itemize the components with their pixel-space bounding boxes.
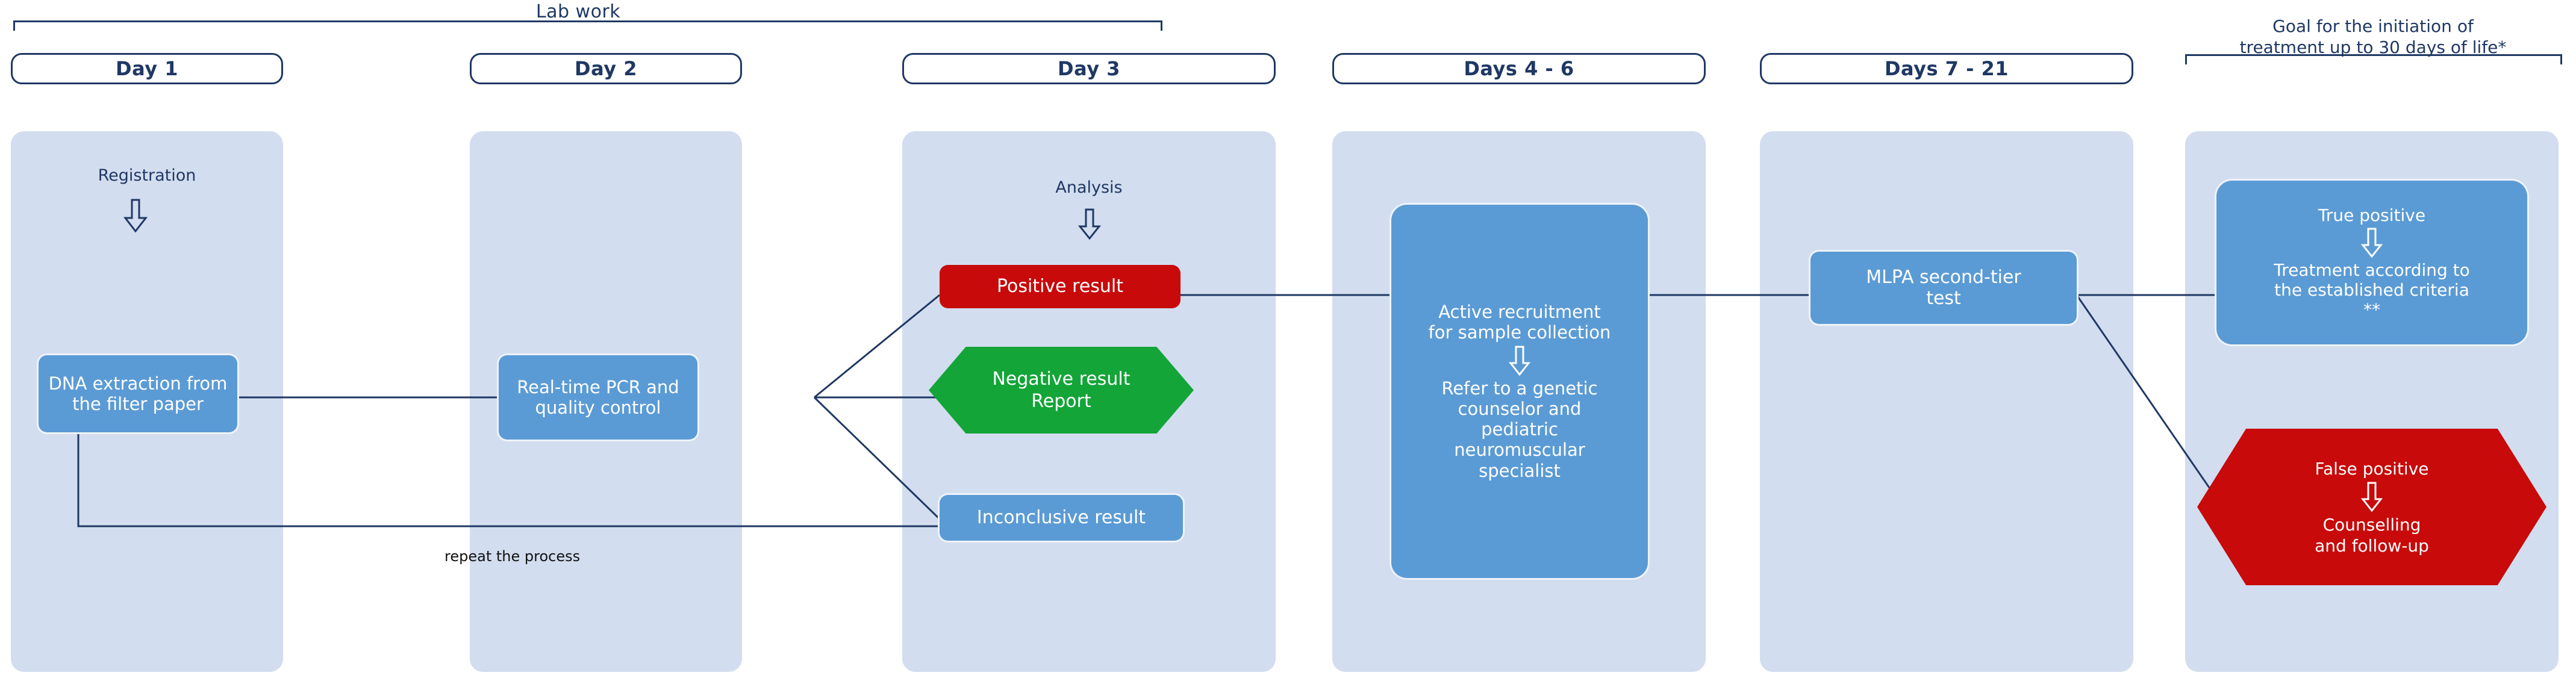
node-real-time-pcr-line1: Real-time PCR and	[517, 376, 679, 397]
down-arrow-icon-registration	[123, 199, 148, 232]
node-mlpa-line2: test	[1926, 288, 1961, 309]
goal-note: Goal for the initiation of treatment up …	[2172, 16, 2574, 58]
node-positive-result[interactable]: Positive result	[940, 265, 1180, 308]
node-mlpa-line1: MLPA second-tier	[1866, 266, 2021, 288]
node-refer-line2: counselor and	[1458, 398, 1582, 419]
day-header-day1[interactable]: Day 1	[11, 53, 283, 84]
day-header-days7-21-label: Days 7 - 21	[1884, 57, 2009, 80]
node-treatment-line2: the established criteria	[2274, 280, 2469, 300]
node-treatment-line1: Treatment according to	[2274, 260, 2470, 280]
goal-note-line1: Goal for the initiation of	[2272, 16, 2474, 36]
node-counselling-line1: Counselling	[2322, 514, 2421, 535]
down-arrow-icon-true-positive	[2361, 228, 2383, 258]
down-arrow-icon-analysis	[1078, 208, 1101, 240]
node-refer-line1: Refer to a genetic	[1441, 378, 1598, 399]
day-header-day2[interactable]: Day 2	[470, 53, 742, 84]
repeat-the-process-label: repeat the process	[444, 548, 581, 565]
down-arrow-icon-recruitment	[1509, 346, 1530, 376]
day-header-day3[interactable]: Day 3	[902, 53, 1276, 84]
goal-note-line2: treatment up to 30 days of life*	[2239, 37, 2507, 57]
node-false-positive-label: False positive	[2315, 458, 2429, 479]
node-dna-extraction-line1: DNA extraction from	[48, 373, 228, 394]
day-header-days4-6-label: Days 4 - 6	[1464, 57, 1574, 80]
node-real-time-pcr[interactable]: Real-time PCR and quality control	[499, 355, 697, 440]
goal-bracket	[2185, 54, 2562, 64]
node-dna-extraction[interactable]: DNA extraction from the filter paper	[39, 355, 237, 432]
node-recruitment-line1: Active recruitment	[1438, 302, 1601, 323]
node-inconclusive-result[interactable]: Inconclusive result	[940, 495, 1183, 541]
node-positive-result-label: Positive result	[996, 276, 1124, 297]
registration-caption: Registration	[98, 166, 196, 185]
node-treatment-line3: **	[2363, 300, 2380, 320]
node-refer-line3: pediatric	[1481, 419, 1558, 440]
day-header-day2-label: Day 2	[575, 57, 637, 80]
node-inconclusive-result-label: Inconclusive result	[976, 507, 1146, 529]
node-true-positive-treatment[interactable]: True positive Treatment according to the…	[2216, 181, 2527, 344]
node-counselling-line2: and follow-up	[2315, 535, 2429, 556]
day-header-days4-6[interactable]: Days 4 - 6	[1332, 53, 1706, 84]
down-arrow-icon-false-positive	[2361, 482, 2383, 512]
node-refer-line4: neuromuscular	[1454, 440, 1585, 461]
node-real-time-pcr-line2: quality control	[535, 397, 661, 418]
lab-work-bracket	[13, 20, 1162, 31]
column-panel-days7-21	[1760, 131, 2133, 672]
node-refer-line5: specialist	[1479, 460, 1561, 481]
node-mlpa-second-tier-test[interactable]: MLPA second-tier test	[1810, 252, 2077, 324]
day-header-day1-label: Day 1	[116, 57, 178, 80]
node-dna-extraction-line2: the filter paper	[72, 394, 204, 414]
analysis-caption: Analysis	[1055, 178, 1123, 197]
node-recruitment-line2: for sample collection	[1428, 322, 1611, 343]
node-negative-result-line2: Report	[1031, 391, 1091, 412]
node-true-positive-label: True positive	[2318, 205, 2426, 225]
lab-work-label: Lab work	[535, 1, 621, 22]
node-recruitment-referral[interactable]: Active recruitment for sample collection…	[1391, 205, 1648, 578]
day-header-days7-21[interactable]: Days 7 - 21	[1760, 53, 2133, 84]
node-negative-result-line1: Negative result	[992, 368, 1131, 390]
node-false-positive-counselling[interactable]: False positive Counselling and follow-up	[2197, 429, 2546, 585]
day-header-day3-label: Day 3	[1058, 57, 1120, 80]
node-negative-result-report[interactable]: Negative result Report	[929, 347, 1194, 434]
